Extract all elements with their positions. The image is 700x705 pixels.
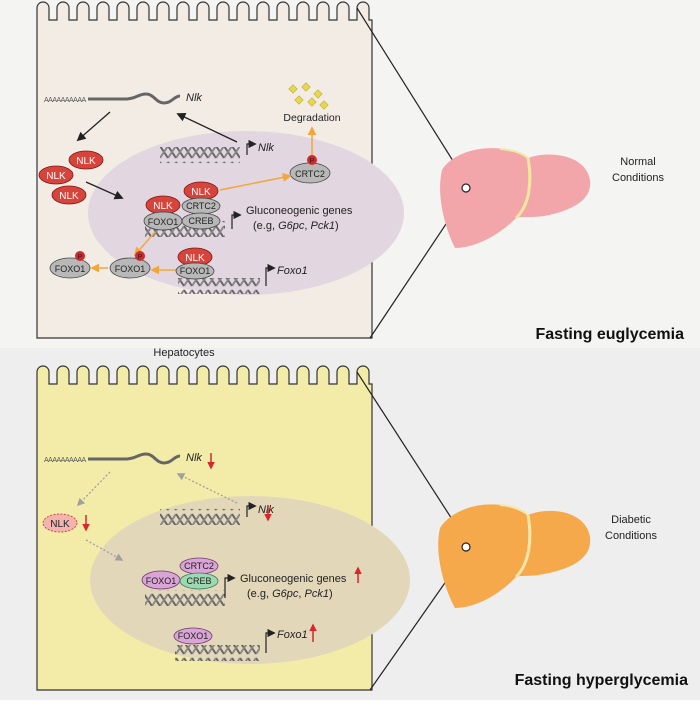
top-nlk-mrna: AAAAAAAAAA — [44, 92, 181, 105]
bottom-nlk-dna — [160, 509, 240, 525]
top-foxo1-promoter-arrow — [265, 263, 276, 286]
top-liver-zoom-point — [461, 183, 471, 193]
top-mrna-label: Nlk — [186, 92, 202, 104]
svg-text:AAAAAAAAAA: AAAAAAAAAA — [44, 457, 87, 464]
bottom-nucleus — [90, 496, 410, 664]
svg-text:CREB: CREB — [188, 216, 213, 226]
top-degradation-label: Degradation — [283, 112, 340, 124]
bottom-genes-line1: Gluconeogenic genes — [240, 573, 347, 585]
svg-text:NLK: NLK — [153, 201, 173, 212]
top-gluconeogenic-promoter-arrow — [231, 210, 242, 229]
svg-text:FOXO1: FOXO1 — [180, 266, 211, 276]
top-liver-label-line2: Conditions — [612, 172, 664, 184]
top-nlk-protein-2: NLK — [38, 165, 74, 185]
svg-text:NLK: NLK — [46, 171, 66, 182]
svg-text:NLK: NLK — [76, 156, 96, 167]
bottom-foxo1-gene-bound: FOXO1 — [173, 627, 213, 645]
top-panel-title: Fasting euglycemia — [536, 326, 685, 343]
bottom-foxo1-gene-label: Foxo1 — [277, 629, 308, 641]
top-arrow-nlk-import — [85, 181, 124, 200]
top-normal-liver — [440, 148, 591, 248]
top-degradation-dots — [288, 82, 329, 110]
top-nlk-protein-1: NLK — [68, 150, 104, 170]
svg-text:CRTC2: CRTC2 — [186, 201, 216, 211]
top-panel: AAAAAAAAAA Nlk NLK NLK NLK Nlk Degradati… — [36, 1, 685, 343]
svg-text:P: P — [138, 254, 143, 261]
svg-text:CRTC2: CRTC2 — [184, 561, 214, 571]
top-nlk-gene-label: Nlk — [258, 142, 274, 154]
svg-text:CRTC2: CRTC2 — [295, 169, 325, 179]
svg-text:CREB: CREB — [186, 576, 211, 586]
bottom-arrow-nlk-import — [85, 539, 124, 561]
bottom-liver-label-line1: Diabetic — [611, 514, 651, 526]
top-arrow-crtc2-export — [219, 172, 292, 191]
top-genes-line2: (e.g, G6pc, Pck1) — [253, 220, 339, 232]
bottom-genes-line2: (e.g, G6pc, Pck1) — [247, 588, 333, 600]
bottom-foxo1-complex: FOXO1 — [141, 570, 181, 590]
bottom-liver-zoom-point — [461, 542, 471, 552]
top-foxo1-dna — [178, 278, 260, 294]
top-genes-line1: Gluconeogenic genes — [246, 205, 353, 217]
hepatocytes-label: Hepatocytes — [153, 347, 215, 359]
bottom-crtc2-complex: CRTC2 — [179, 557, 219, 575]
bottom-foxo1-promoter-arrow — [265, 628, 276, 653]
svg-text:FOXO1: FOXO1 — [146, 576, 177, 586]
top-foxo1-cytoplasm-phospho: FOXO1 P — [49, 251, 91, 279]
bottom-gluconeogenic-promoter-arrow — [224, 573, 236, 598]
bottom-foxo1-dna — [175, 645, 260, 661]
svg-text:NLK: NLK — [59, 191, 79, 202]
bottom-nlk-gene-label: Nlk — [258, 504, 274, 516]
svg-text:AAAAAAAAAA: AAAAAAAAAA — [44, 97, 87, 104]
svg-text:NLK: NLK — [50, 519, 70, 530]
top-creb-complex: CREB — [181, 212, 221, 230]
svg-text:FOXO1: FOXO1 — [115, 264, 146, 274]
top-zoom-line-upper — [356, 7, 471, 189]
bottom-arrow-transcription-export — [176, 473, 238, 504]
top-nlk-dna — [160, 147, 240, 163]
top-liver-label-line1: Normal — [620, 156, 655, 168]
bottom-nlk-protein: NLK — [42, 513, 78, 533]
bottom-panel-title: Fasting hyperglycemia — [515, 672, 688, 689]
top-nlk-complex-right: NLK — [183, 181, 219, 201]
svg-text:FOXO1: FOXO1 — [148, 217, 179, 227]
bottom-creb-complex: CREB — [179, 572, 219, 590]
top-crtc2-phospho: CRTC2 P — [289, 155, 331, 184]
svg-text:NLK: NLK — [185, 253, 205, 264]
svg-text:FOXO1: FOXO1 — [55, 264, 86, 274]
top-foxo1-nuclear-phospho: FOXO1 P — [109, 251, 151, 279]
bottom-panel: AAAAAAAAAA Nlk NLK Nlk FOXO1 CRTC2 — [36, 365, 688, 691]
top-arrow-transcription-export — [176, 113, 238, 143]
bottom-diabetic-liver — [438, 504, 591, 608]
svg-text:P: P — [78, 254, 83, 261]
top-foxo1-complex: FOXO1 — [143, 211, 183, 231]
svg-text:P: P — [310, 158, 315, 165]
bottom-gluconeogenic-dna — [145, 590, 225, 606]
top-foxo1-gene-bound: FOXO1 — [175, 262, 215, 280]
bottom-nlk-promoter-arrow — [246, 501, 257, 517]
top-foxo1-gene-label: Foxo1 — [277, 265, 308, 277]
bottom-mrna-label: Nlk — [186, 452, 202, 464]
svg-text:NLK: NLK — [191, 187, 211, 198]
svg-text:FOXO1: FOXO1 — [178, 631, 209, 641]
top-nlk-complex-left: NLK — [145, 195, 181, 215]
bottom-liver-label-line2: Conditions — [605, 530, 657, 542]
top-arrow-translation — [76, 111, 111, 142]
top-nlk-promoter-arrow — [246, 139, 257, 155]
top-arrow-foxo1-release — [133, 231, 156, 257]
bottom-nlk-mrna: AAAAAAAAAA — [44, 452, 181, 465]
top-nlk-protein-3: NLK — [51, 185, 87, 205]
top-crtc2-complex: CRTC2 — [181, 197, 221, 215]
